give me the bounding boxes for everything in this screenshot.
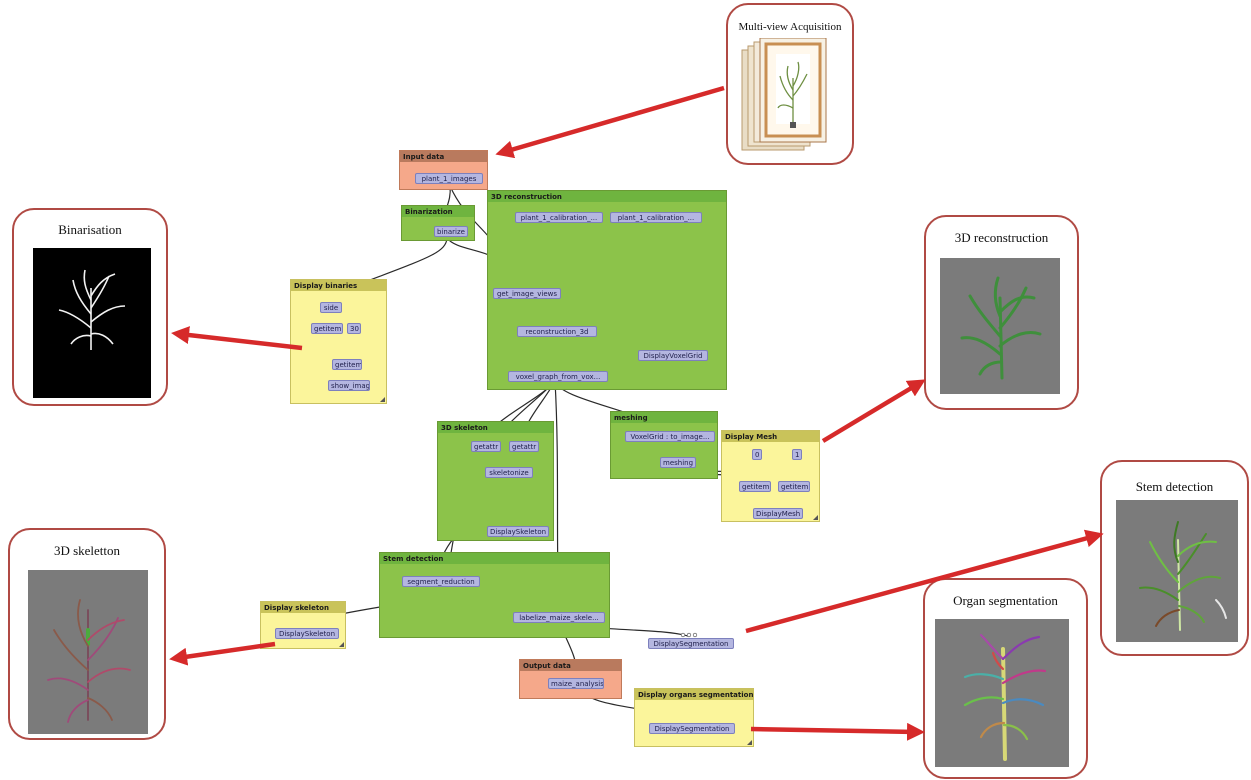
node-display-segmentation[interactable]: DisplaySegmentation <box>648 638 734 649</box>
group-input-data[interactable]: Input data plant_1_images <box>399 150 488 190</box>
group-title: 3D skeleton <box>438 422 553 433</box>
group-display-skeleton[interactable]: Display skeleton DisplaySkeleton <box>260 601 346 649</box>
node-maize-analysis[interactable]: maize_analysis <box>548 678 604 689</box>
node-binarize[interactable]: binarize <box>434 226 468 237</box>
panel-title: Multi-view Acquisition <box>738 21 842 33</box>
group-display-binaries[interactable]: Display binaries side getitem 30 getitem… <box>290 279 387 404</box>
group-title: Input data <box>400 151 487 162</box>
resize-handle[interactable] <box>747 740 752 745</box>
group-title: Display Mesh <box>722 431 819 442</box>
resize-handle[interactable] <box>380 397 385 402</box>
panel-multi-view-acquisition: Multi-view Acquisition <box>726 3 854 165</box>
node-getattr[interactable]: getattr <box>509 441 539 452</box>
group-binarization[interactable]: Binarization binarize <box>401 205 475 241</box>
group-meshing[interactable]: meshing VoxelGrid : to_image... meshing <box>610 411 718 479</box>
node-skeletonize[interactable]: skeletonize <box>485 467 533 478</box>
node-display-voxel-grid[interactable]: DisplayVoxelGrid <box>638 350 708 361</box>
node-getitem[interactable]: getitem <box>739 481 771 492</box>
node-voxel-graph[interactable]: voxel_graph_from_vox... <box>508 371 608 382</box>
arrow-segmentation-to-stem <box>745 529 1104 634</box>
panel-organ-segmentation: Organ segmentation <box>923 578 1088 779</box>
organ-segmentation-image <box>935 619 1069 767</box>
reconstruction-image <box>940 258 1060 394</box>
node-value-0[interactable]: 0 <box>752 449 762 460</box>
node-calibration-1[interactable]: plant_1_calibration_... <box>515 212 603 223</box>
node-reconstruction-3d[interactable]: reconstruction_3d <box>517 326 597 337</box>
node-segment-reduction[interactable]: segment_reduction <box>402 576 480 587</box>
node-getitem[interactable]: getitem <box>778 481 810 492</box>
node-value-1[interactable]: 1 <box>792 449 802 460</box>
node-side[interactable]: side <box>320 302 342 313</box>
node-getattr[interactable]: getattr <box>471 441 501 452</box>
group-title: Display skeleton <box>261 602 345 613</box>
group-title: Output data <box>520 660 621 671</box>
stem-detection-image <box>1116 500 1238 642</box>
resize-handle[interactable] <box>339 642 344 647</box>
arrow-binaries-to-binarisation <box>171 326 303 351</box>
group-title: meshing <box>611 412 717 423</box>
node-show-image[interactable]: show_image <box>328 380 370 391</box>
group-title: Display organs segmentation <box>635 689 753 700</box>
group-stem-detection[interactable]: Stem detection segment_reduction labeliz… <box>379 552 610 638</box>
group-3d-reconstruction[interactable]: 3D reconstruction plant_1_calibration_..… <box>487 190 727 390</box>
node-get-image-views[interactable]: get_image_views <box>493 288 561 299</box>
group-title: 3D reconstruction <box>488 191 726 202</box>
panel-title: 3D skeletton <box>53 543 121 558</box>
node-display-skeleton[interactable]: DisplaySkeleton <box>487 526 549 537</box>
acquisition-image <box>741 38 827 151</box>
arrow-acquisition-to-input <box>495 85 725 159</box>
arrow-mesh-to-reconstruction <box>821 379 926 443</box>
arrow-skeleton-to-skeletton <box>169 641 276 666</box>
group-3d-skeleton[interactable]: 3D skeleton getattr getattr skeletonize … <box>437 421 554 541</box>
resize-handle[interactable] <box>813 515 818 520</box>
panel-title: 3D reconstruction <box>954 230 1049 245</box>
node-display-skeleton[interactable]: DisplaySkeleton <box>275 628 339 639</box>
node-plant-images[interactable]: plant_1_images <box>415 173 483 184</box>
node-getitem[interactable]: getitem <box>332 359 362 370</box>
panel-stem-detection: Stem detection <box>1100 460 1249 656</box>
group-title: Display binaries <box>291 280 386 291</box>
group-display-mesh[interactable]: Display Mesh 0 1 getitem getitem Display… <box>721 430 820 522</box>
node-calibration-2[interactable]: plant_1_calibration_... <box>610 212 702 223</box>
node-value-30[interactable]: 30 <box>347 323 361 334</box>
node-display-segmentation[interactable]: DisplaySegmentation <box>649 723 735 734</box>
panel-3d-skeletton: 3D skeletton <box>8 528 166 740</box>
panel-title: Stem detection <box>1135 479 1214 494</box>
group-title: Binarization <box>402 206 474 217</box>
node-display-mesh[interactable]: DisplayMesh <box>753 508 803 519</box>
node-labelize[interactable]: labelize_maize_skele... <box>513 612 605 623</box>
group-display-organs-segmentation[interactable]: Display organs segmentation DisplaySegme… <box>634 688 754 747</box>
panel-title: Binarisation <box>58 222 122 237</box>
arrow-organs-to-organ <box>750 722 925 741</box>
panel-binarisation: Binarisation <box>12 208 168 406</box>
panel-title: Organ segmentation <box>953 593 1058 608</box>
binarisation-image <box>33 248 151 398</box>
group-title: Stem detection <box>380 553 609 564</box>
node-meshing[interactable]: meshing <box>660 457 696 468</box>
node-getitem[interactable]: getitem <box>311 323 343 334</box>
panel-3d-reconstruction: 3D reconstruction <box>924 215 1079 410</box>
node-voxelgrid-to-image[interactable]: VoxelGrid : to_image... <box>625 431 715 442</box>
skeletton-image <box>28 570 148 734</box>
group-output-data[interactable]: Output data maize_analysis <box>519 659 622 699</box>
